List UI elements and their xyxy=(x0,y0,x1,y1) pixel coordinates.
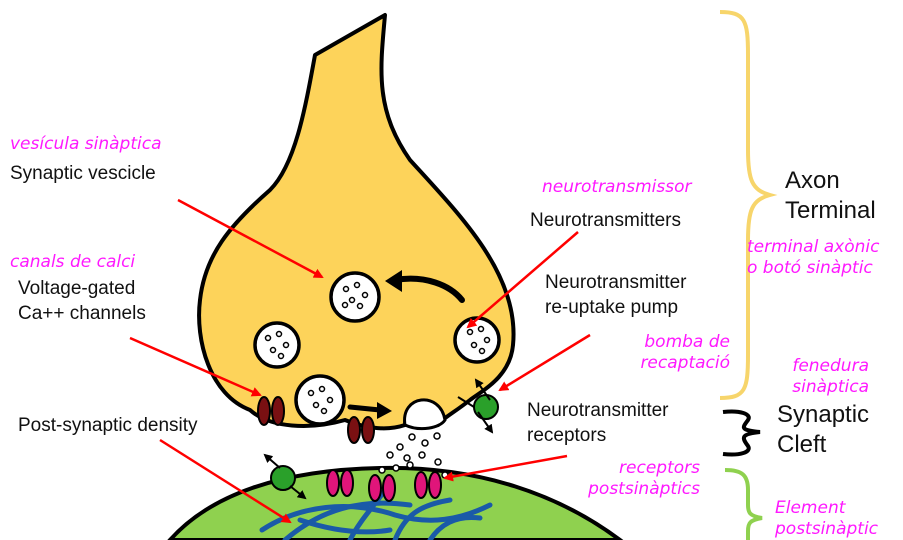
label-synaptic-cleft-ca-line1: fenedura xyxy=(744,356,869,377)
label-reuptake-pump-ca-line1: bomba de xyxy=(610,332,730,353)
label-reuptake-pump-ca: bomba de recaptació xyxy=(610,332,730,374)
label-synaptic-cleft-en: Synaptic Cleft xyxy=(777,400,869,460)
label-nt-receptors-ca-line2: postsinàptics xyxy=(560,479,700,500)
label-reuptake-pump-en-line2: re-uptake pump xyxy=(545,295,687,320)
label-axon-terminal-ca-line1: terminal axònic xyxy=(747,237,879,258)
arrow-nt-receptors xyxy=(445,456,567,478)
label-axon-terminal-ca: terminal axònic o botó sinàptic xyxy=(747,237,879,279)
label-synaptic-vesicle-ca: vesícula sinàptica xyxy=(10,134,161,155)
label-postsynaptic-density-en: Post-synaptic density xyxy=(18,413,198,438)
label-axon-terminal-ca-line2: o botó sinàptic xyxy=(747,258,879,279)
label-synaptic-cleft-en-line1: Synaptic xyxy=(777,400,869,430)
label-calcium-channels-en-line1: Voltage-gated xyxy=(18,276,146,301)
label-axon-terminal-en-line1: Axon xyxy=(785,166,876,196)
label-neurotransmitters-en: Neurotransmitters xyxy=(530,208,681,233)
axon-terminal xyxy=(199,15,513,428)
label-calcium-channels-en-line2: Ca++ channels xyxy=(18,301,146,326)
postsynaptic-pump-arrow-1 xyxy=(265,455,280,468)
reuptake-pump xyxy=(474,395,498,419)
label-neurotransmitters-ca: neurotransmissor xyxy=(542,177,692,198)
label-postsynaptic-element-ca-line1: Element xyxy=(775,498,878,519)
synaptic-cleft-brace xyxy=(723,411,760,454)
label-calcium-channels-ca: canals de calci xyxy=(10,252,135,273)
label-postsynaptic-element-ca: Element postsinàptic xyxy=(775,498,878,540)
label-synaptic-cleft-ca: fenedura sinàptica xyxy=(744,356,869,398)
label-nt-receptors-ca-line1: receptors xyxy=(560,458,700,479)
label-axon-terminal-en: Axon Terminal xyxy=(785,166,876,226)
label-reuptake-pump-ca-line2: recaptació xyxy=(610,353,730,374)
label-nt-receptors-ca: receptors postsinàptics xyxy=(560,458,700,500)
label-nt-receptors-en-line1: Neurotransmitter xyxy=(527,398,669,423)
label-nt-receptors-en-line2: receptors xyxy=(527,423,669,448)
label-reuptake-pump-en: Neurotransmitter re-uptake pump xyxy=(545,270,687,320)
label-reuptake-pump-en-line1: Neurotransmitter xyxy=(545,270,687,295)
label-nt-receptors-en: Neurotransmitter receptors xyxy=(527,398,669,448)
release-arrow xyxy=(350,407,380,410)
label-axon-terminal-en-line2: Terminal xyxy=(785,196,876,226)
label-synaptic-vesicle-en: Synaptic vescicle xyxy=(10,161,156,186)
label-synaptic-cleft-ca-line2: sinàptica xyxy=(744,377,869,398)
postsynaptic-brace xyxy=(725,470,762,540)
label-calcium-channels-en: Voltage-gated Ca++ channels xyxy=(18,276,146,326)
label-synaptic-cleft-en-line2: Cleft xyxy=(777,430,869,460)
label-postsynaptic-element-ca-line2: postsinàptic xyxy=(775,519,878,540)
